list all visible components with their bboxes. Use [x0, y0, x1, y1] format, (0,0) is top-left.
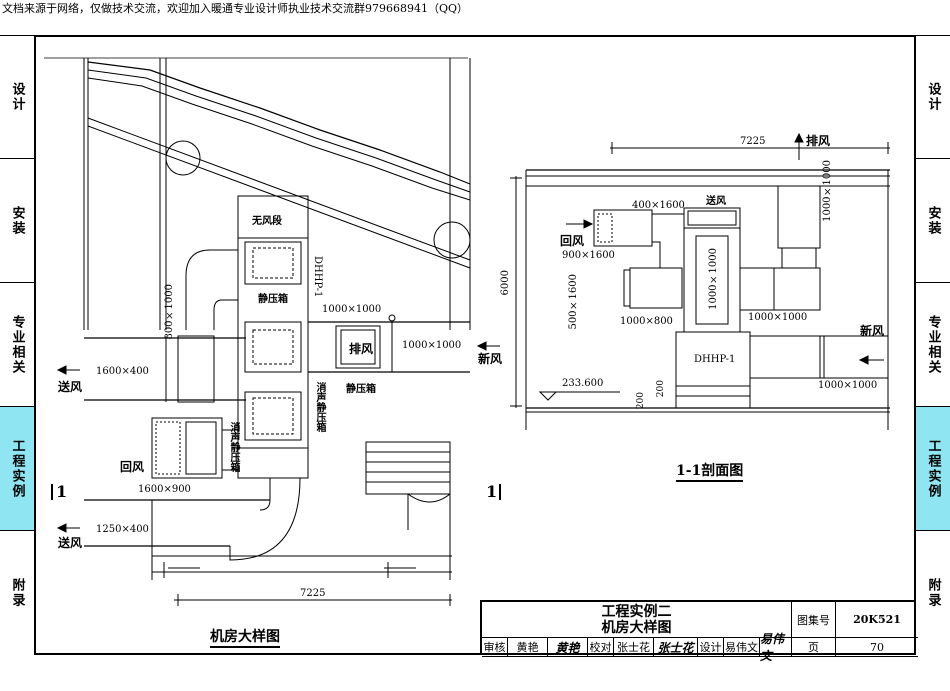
section-supply-label: 送风: [706, 196, 726, 207]
section-d-1000x1000-v: 1000×1000: [708, 248, 719, 310]
section-fresh-label: 新风: [860, 324, 885, 338]
d-800x1000: 800×1000: [164, 284, 175, 340]
left-sidebar: 设计 安装 专业相关 工程实例 附录: [0, 35, 34, 655]
tab-professional-right[interactable]: 专业相关: [916, 283, 950, 407]
section-mark-left: 1: [56, 482, 68, 501]
section-d-500x1600: 500×1600: [568, 274, 579, 330]
tab-install-right[interactable]: 安装: [916, 159, 950, 283]
section-width-dim: 7225: [740, 136, 766, 147]
d-1600x400: 1600×400: [96, 366, 149, 377]
tab-install[interactable]: 安装: [0, 159, 34, 283]
title-line-2: 机房大样图: [601, 620, 672, 636]
d-1000x1000-b: 1000×1000: [402, 340, 462, 351]
d-1000x1000-a: 1000×1000: [322, 304, 382, 315]
right-sidebar: 设计 安装 专业相关 工程实例 附录: [916, 35, 950, 655]
check-signature: 张士花: [654, 638, 698, 657]
tab-design-right[interactable]: 设计: [916, 35, 950, 159]
d-1600x900: 1600×900: [138, 484, 191, 495]
tab-professional[interactable]: 专业相关: [0, 283, 34, 407]
tab-examples[interactable]: 工程实例: [0, 407, 34, 531]
silencer-plenum-label: 消声静压箱: [314, 382, 325, 432]
section-d-1000x800: 1000×800: [620, 316, 673, 327]
section-height-dim: 6000: [500, 270, 511, 296]
section-d-200a: 200: [656, 380, 666, 398]
supply-air-label-2: 送风: [58, 536, 83, 550]
plenum-label: 静压箱: [258, 294, 288, 305]
return-air-label: 回风: [120, 460, 145, 474]
tab-appendix[interactable]: 附录: [9, 578, 25, 608]
page-label: 页: [792, 638, 836, 657]
drawing-frame: [34, 35, 916, 655]
review-name: 黄艳: [508, 638, 548, 657]
plan-unit-label: DHHP-1: [312, 256, 323, 298]
atlas-no: 20K521: [836, 602, 918, 638]
supply-air-label: 送风: [58, 380, 83, 394]
section-d-900x1600: 900×1600: [562, 250, 615, 261]
header-note: 文档来源于网络，仅做技术交流，欢迎加入暖通专业设计师执业技术交流群9796689…: [2, 2, 469, 15]
review-label: 审核: [482, 638, 508, 657]
no-air-section-label: 无风段: [252, 216, 282, 227]
check-name: 张士花: [614, 638, 654, 657]
section-elevation: 233.600: [562, 378, 604, 389]
section-caption: 1-1剖面图: [676, 460, 744, 482]
tab-appendix-right[interactable]: 附录: [925, 578, 941, 608]
section-exhaust-label: 排风: [806, 134, 831, 148]
section-d-400x1600: 400×1600: [632, 200, 685, 211]
section-mark-right: 1: [486, 482, 498, 501]
plenum-label-2: 静压箱: [346, 384, 376, 395]
title-line-1: 工程实例二: [601, 604, 672, 620]
tab-examples-right[interactable]: 工程实例: [916, 407, 950, 531]
design-signature: 易伟文: [760, 632, 792, 663]
section-d-1000x1000-h: 1000×1000: [748, 312, 808, 323]
silencer-plenum-label-2: 消声静压箱: [228, 422, 239, 472]
tab-design[interactable]: 设计: [0, 35, 34, 159]
review-signature: 黄艳: [548, 638, 588, 657]
design-name: 易伟文: [724, 638, 760, 657]
exhaust-label: 排风: [349, 342, 374, 356]
plan-caption: 机房大样图: [210, 626, 280, 648]
section-d-1000x1000-top: 1000×1000: [822, 160, 833, 222]
design-label: 设计: [698, 638, 724, 657]
fresh-air-label: 新风: [478, 352, 503, 366]
atlas-label: 图集号: [792, 602, 836, 638]
page-no: 70: [836, 638, 918, 657]
section-unit-label: DHHP-1: [694, 354, 736, 365]
section-d-200b: 200: [636, 392, 646, 410]
section-return-label: 回风: [560, 234, 585, 248]
d-1250x400: 1250×400: [96, 524, 149, 535]
title-main: 工程实例二 机房大样图: [482, 602, 792, 638]
check-label: 校对: [588, 638, 614, 657]
plan-view: [44, 57, 501, 606]
plan-width-dim: 7225: [300, 588, 326, 599]
section-view: [510, 132, 890, 430]
section-d-1000x1000-bottom: 1000×1000: [818, 380, 878, 391]
title-block: 工程实例二 机房大样图 图集号 20K521 审核 黄艳 黄艳 校对 张士花 张…: [480, 600, 918, 663]
